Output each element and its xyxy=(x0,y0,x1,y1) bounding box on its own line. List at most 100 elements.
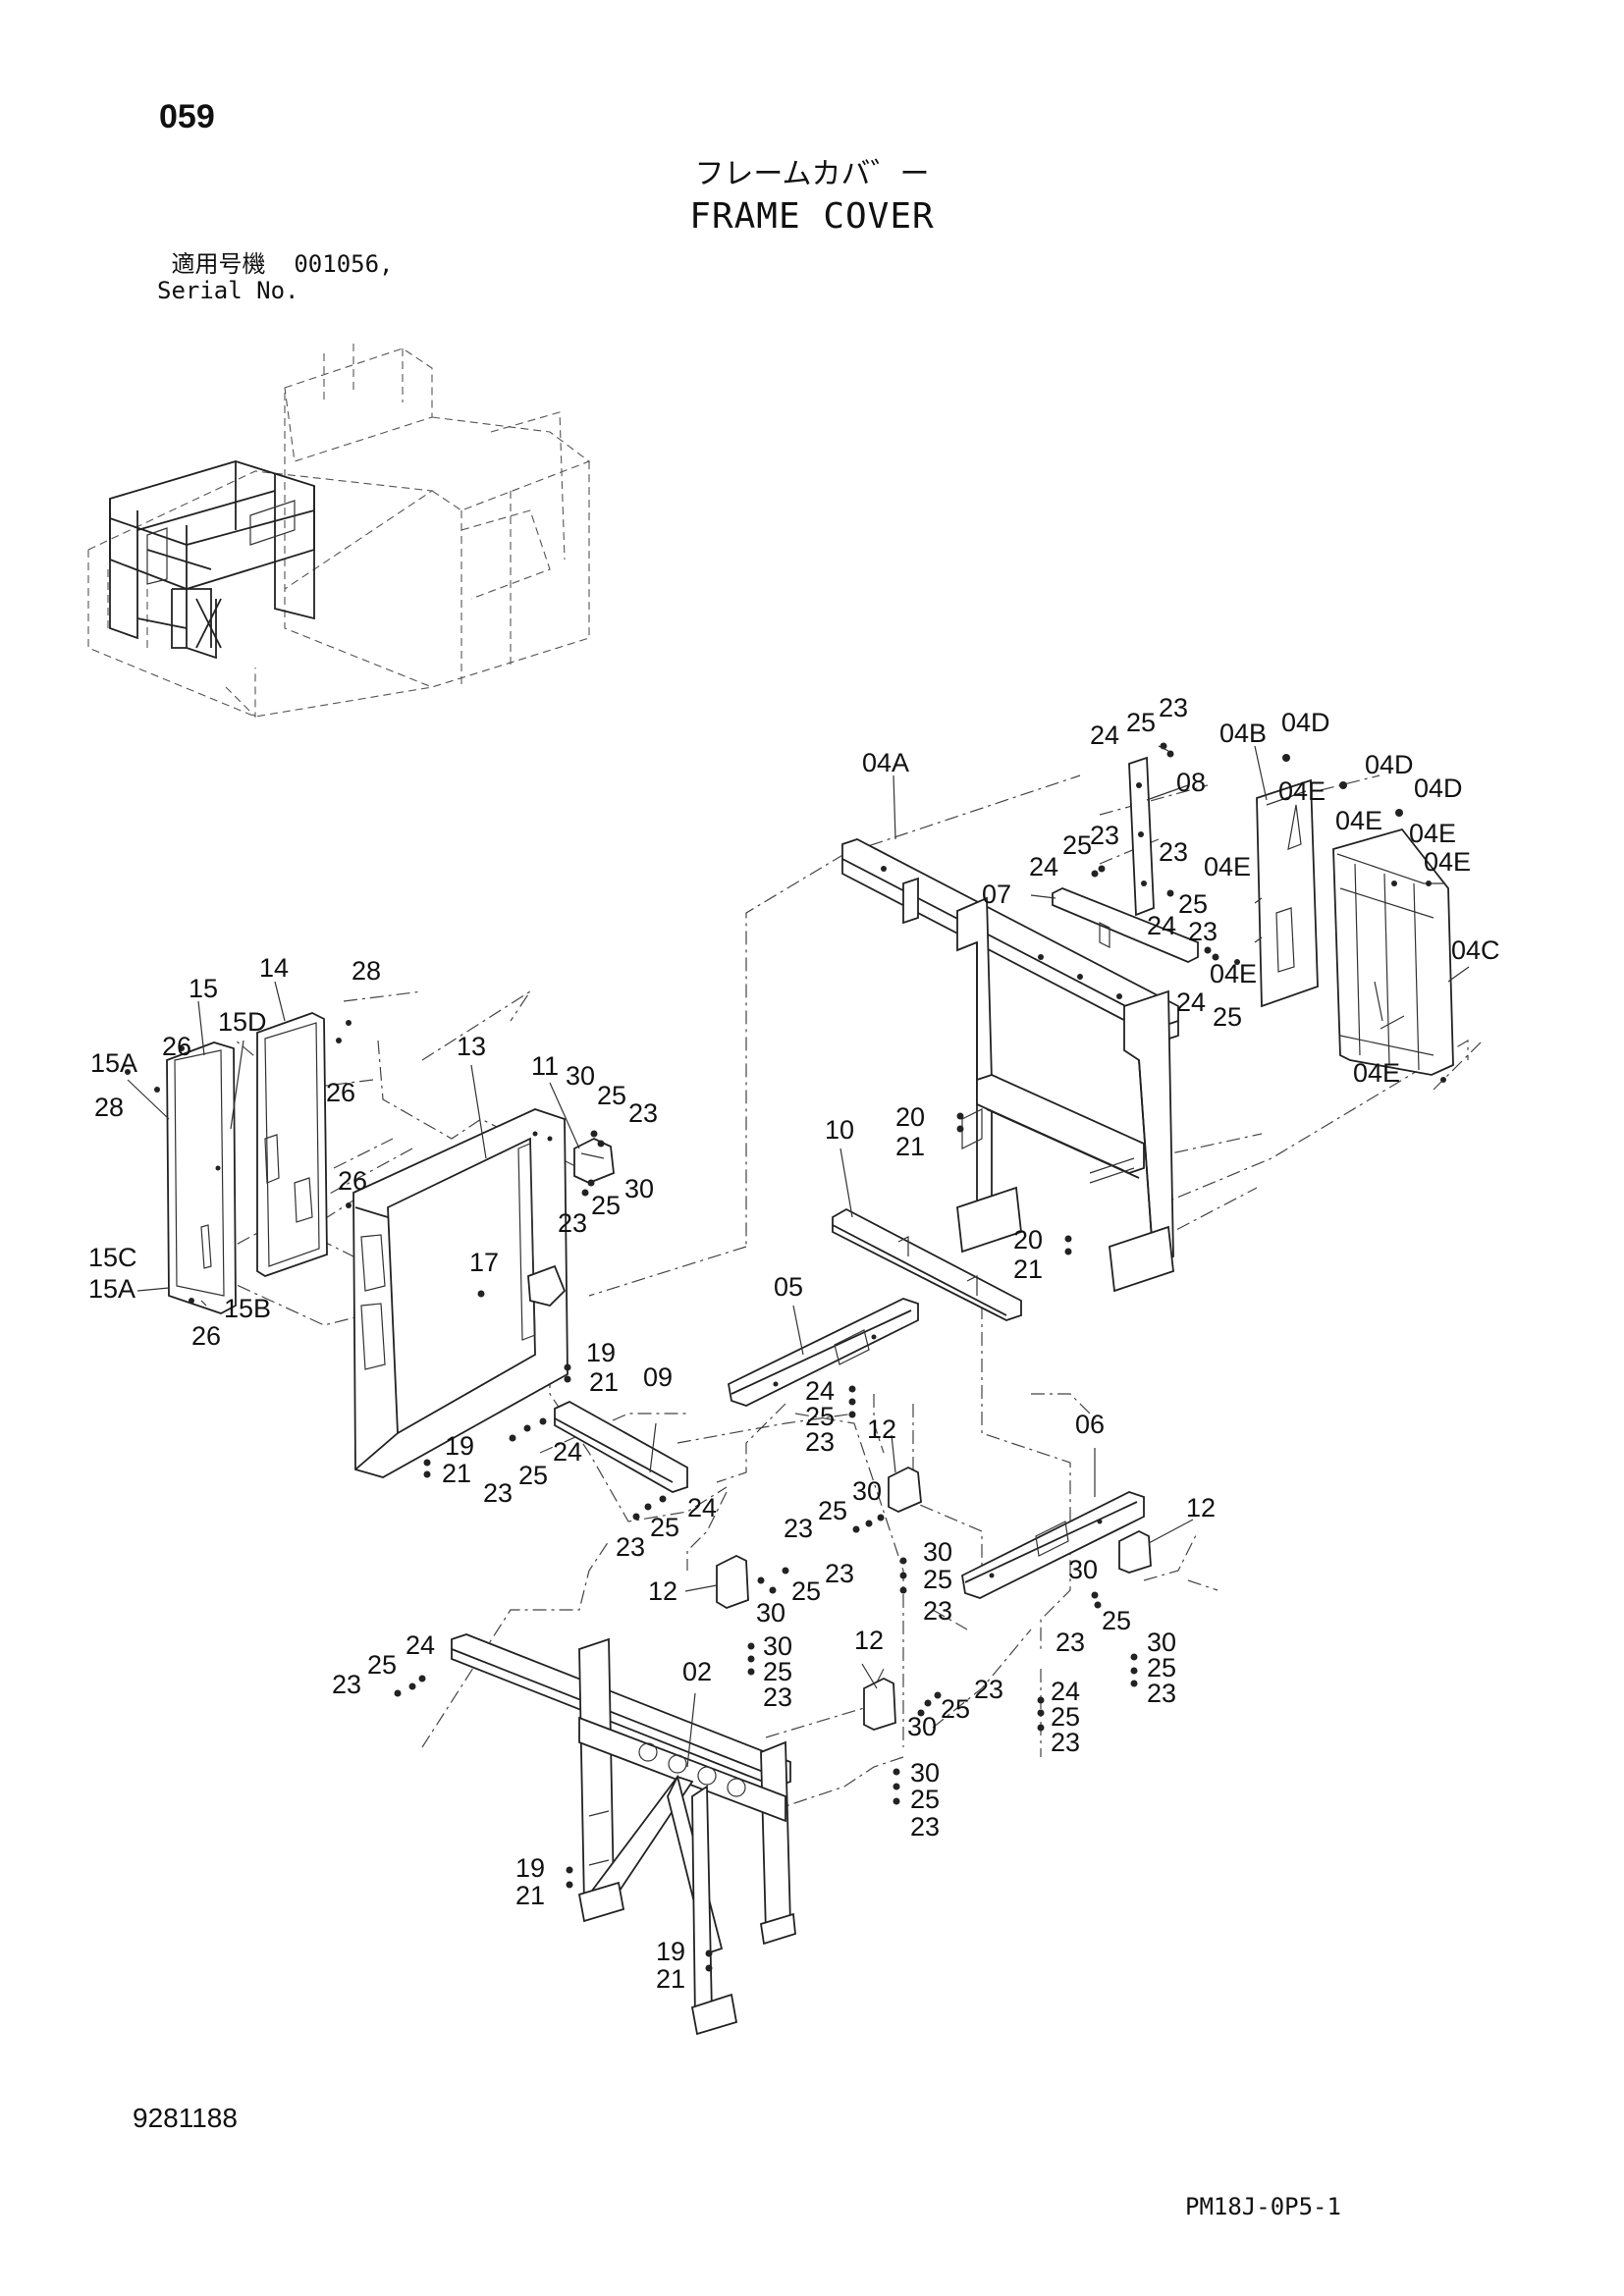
callout-19: 19 xyxy=(656,1937,685,1966)
callout-30: 30 xyxy=(763,1631,792,1661)
callout-23: 23 xyxy=(616,1532,645,1562)
callout-30: 30 xyxy=(756,1598,785,1628)
callout-19: 19 xyxy=(445,1431,474,1461)
door-panel-14 xyxy=(256,1012,328,1277)
callout-04E: 04E xyxy=(1204,852,1251,881)
callout-24: 24 xyxy=(1051,1677,1080,1706)
callout-14: 14 xyxy=(259,953,289,983)
bracket-12-d xyxy=(863,1677,896,1731)
callout-12: 12 xyxy=(1186,1493,1216,1522)
callout-08: 08 xyxy=(1176,768,1206,797)
panel-04B xyxy=(1254,778,1319,1008)
bracket-08 xyxy=(1128,756,1155,917)
callout-25: 25 xyxy=(1062,830,1092,860)
callout-25: 25 xyxy=(763,1657,792,1686)
beam-05 xyxy=(727,1298,919,1407)
callout-23: 23 xyxy=(628,1098,658,1128)
callout-19: 19 xyxy=(586,1338,616,1367)
callout-23: 23 xyxy=(332,1670,361,1699)
callout-06: 06 xyxy=(1075,1410,1105,1439)
callout-25: 25 xyxy=(923,1565,952,1594)
callout-28: 28 xyxy=(352,956,381,986)
callout-labels: 04A 24 25 23 08 04B 04D 04E 04D 04D 04E … xyxy=(88,693,1500,1994)
bracket-11 xyxy=(573,1137,615,1184)
callout-07: 07 xyxy=(982,880,1011,909)
callout-25: 25 xyxy=(910,1785,940,1814)
callout-24: 24 xyxy=(805,1376,835,1406)
bracket-12-a xyxy=(888,1466,922,1513)
callout-25: 25 xyxy=(805,1402,835,1431)
callout-05: 05 xyxy=(774,1272,803,1302)
callout-23: 23 xyxy=(1056,1628,1085,1657)
callout-23: 23 xyxy=(1051,1728,1080,1757)
callout-30: 30 xyxy=(907,1712,937,1741)
callout-21: 21 xyxy=(589,1367,619,1397)
callout-15A: 15A xyxy=(88,1274,135,1304)
callout-04E: 04E xyxy=(1278,776,1326,806)
serial-block: 適用号機 001056, Serial No. xyxy=(157,251,394,304)
callout-25: 25 xyxy=(1126,708,1156,737)
callout-25: 25 xyxy=(597,1081,626,1110)
callout-24: 24 xyxy=(1090,721,1119,750)
callout-12: 12 xyxy=(854,1626,884,1655)
callout-24: 24 xyxy=(406,1630,435,1660)
callout-25: 25 xyxy=(1213,1002,1242,1032)
leader-lines xyxy=(127,745,1470,1768)
callout-04E: 04E xyxy=(1409,819,1456,848)
overview-inset xyxy=(87,344,591,719)
callout-02: 02 xyxy=(682,1657,712,1686)
callout-15D: 15D xyxy=(218,1007,267,1037)
callout-25: 25 xyxy=(1178,889,1208,919)
callout-04A: 04A xyxy=(862,748,909,777)
frame-04A xyxy=(841,838,1179,1293)
callout-24: 24 xyxy=(553,1437,582,1467)
bracket-12-b xyxy=(716,1554,749,1609)
callout-23: 23 xyxy=(784,1514,813,1543)
callout-23: 23 xyxy=(974,1675,1003,1704)
callout-24: 24 xyxy=(1147,911,1176,940)
callout-20: 20 xyxy=(1013,1225,1043,1255)
callout-23: 23 xyxy=(558,1208,587,1238)
callout-04D: 04D xyxy=(1365,750,1414,779)
beam-06 xyxy=(961,1491,1145,1599)
callout-26: 26 xyxy=(326,1078,355,1107)
panel-04C xyxy=(1332,828,1454,1076)
callout-30: 30 xyxy=(910,1758,940,1788)
callout-23: 23 xyxy=(825,1559,854,1588)
callout-21: 21 xyxy=(656,1964,685,1994)
callout-25: 25 xyxy=(1147,1653,1176,1682)
callout-25: 25 xyxy=(367,1650,397,1680)
callout-23: 23 xyxy=(1159,693,1188,722)
serial-value: 001056, xyxy=(294,250,394,278)
callout-04E: 04E xyxy=(1335,806,1382,835)
callout-20: 20 xyxy=(895,1102,925,1132)
fasteners xyxy=(125,742,1446,1972)
frame-13 xyxy=(352,1108,568,1478)
callout-23: 23 xyxy=(1188,917,1218,946)
callout-13: 13 xyxy=(457,1032,486,1061)
title-english: FRAME COVER xyxy=(689,196,935,237)
bracket-12-c xyxy=(1118,1529,1152,1574)
callout-15C: 15C xyxy=(88,1243,137,1272)
callout-25: 25 xyxy=(1102,1606,1131,1635)
callout-12: 12 xyxy=(867,1415,896,1444)
callout-04E: 04E xyxy=(1353,1058,1400,1088)
callout-25: 25 xyxy=(591,1191,621,1220)
door-panel-15 xyxy=(166,1041,237,1314)
callout-23: 23 xyxy=(1159,837,1188,867)
callout-04C: 04C xyxy=(1451,935,1500,965)
callout-11: 11 xyxy=(531,1051,559,1081)
beam-10 xyxy=(832,1207,1022,1321)
callout-17: 17 xyxy=(469,1248,499,1277)
beam-09 xyxy=(554,1400,688,1493)
callout-25: 25 xyxy=(650,1513,679,1542)
callout-15B: 15B xyxy=(224,1294,271,1323)
callout-25: 25 xyxy=(941,1694,970,1724)
callout-24: 24 xyxy=(1029,852,1058,881)
callout-12: 12 xyxy=(648,1576,677,1606)
callout-23: 23 xyxy=(483,1478,513,1508)
callout-15A: 15A xyxy=(90,1048,137,1078)
serial-label-en: Serial No. xyxy=(157,277,299,304)
callout-04E: 04E xyxy=(1210,959,1257,988)
